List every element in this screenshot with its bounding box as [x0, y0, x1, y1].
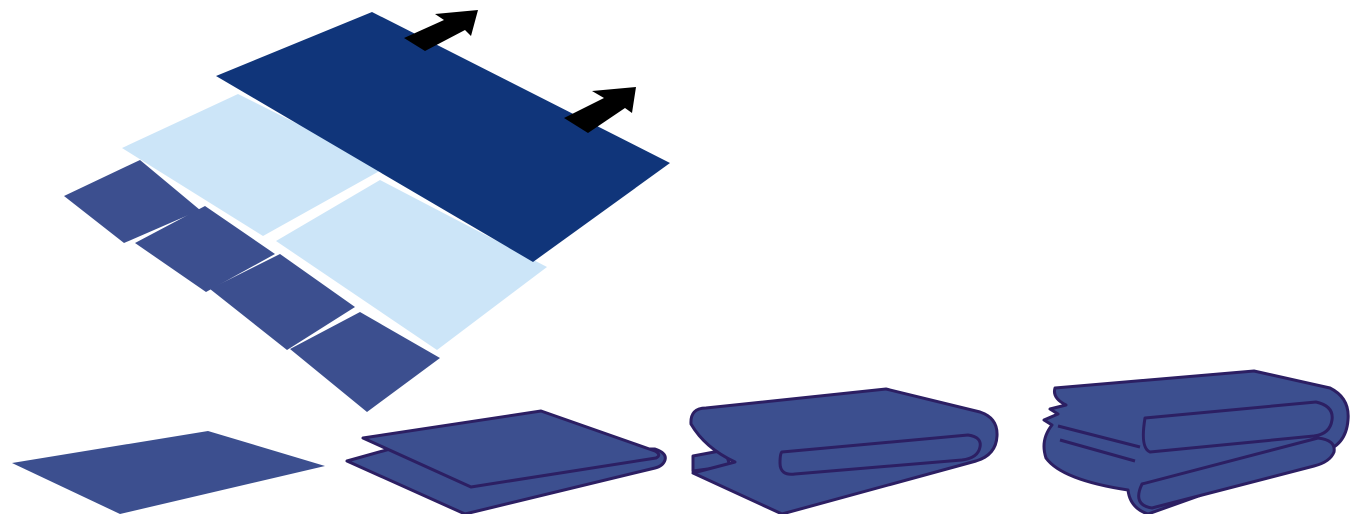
folded-three-layer-line [1057, 424, 1141, 463]
slate-square-4 [290, 312, 440, 412]
arrow-icon [564, 87, 636, 133]
folded-three-roll-2 [1137, 436, 1336, 510]
slate-square-3 [210, 254, 355, 350]
fold-step-folded-once [345, 409, 667, 514]
navy-top-sheet [216, 12, 670, 262]
fold-step-folded-twice [689, 387, 999, 514]
folded-three-roll-1 [1141, 400, 1334, 454]
light-sheet-lower [276, 180, 547, 350]
flat-sheet [12, 431, 325, 514]
fold-step-flat [12, 431, 325, 514]
fold-step-folded-three-times [1042, 369, 1350, 514]
slate-square-1 [64, 160, 200, 243]
folded-twice-inner-roll [778, 433, 982, 476]
light-sheet-upper [122, 94, 385, 236]
layered-sheet-group [64, 10, 670, 412]
folded-once-front [361, 409, 661, 489]
slate-square-2 [135, 206, 275, 292]
arrow-icon [404, 10, 478, 51]
